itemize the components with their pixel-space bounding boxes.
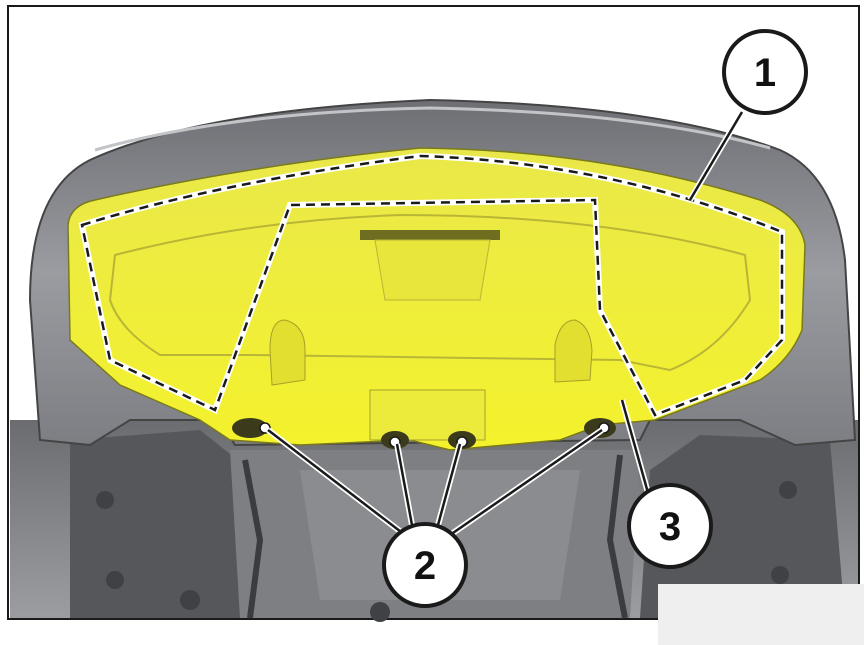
leader-line-2c [436,443,462,526]
blank-patch [658,584,864,645]
callout-3: 3 [627,483,713,569]
leader-line-2d [449,428,603,537]
leader-line-2a [267,429,406,536]
leader-line-1 [688,111,744,201]
callout-1: 1 [722,29,808,115]
callout-2-number: 2 [414,544,436,588]
leader-lines [266,110,745,538]
callout-1-number: 1 [754,51,776,95]
leader-line-3 [620,399,652,501]
underbody-panel-highlighted [67,147,806,451]
callout-2: 2 [382,522,468,608]
leader-line-2b [395,443,414,526]
callout-3-number: 3 [659,505,681,549]
